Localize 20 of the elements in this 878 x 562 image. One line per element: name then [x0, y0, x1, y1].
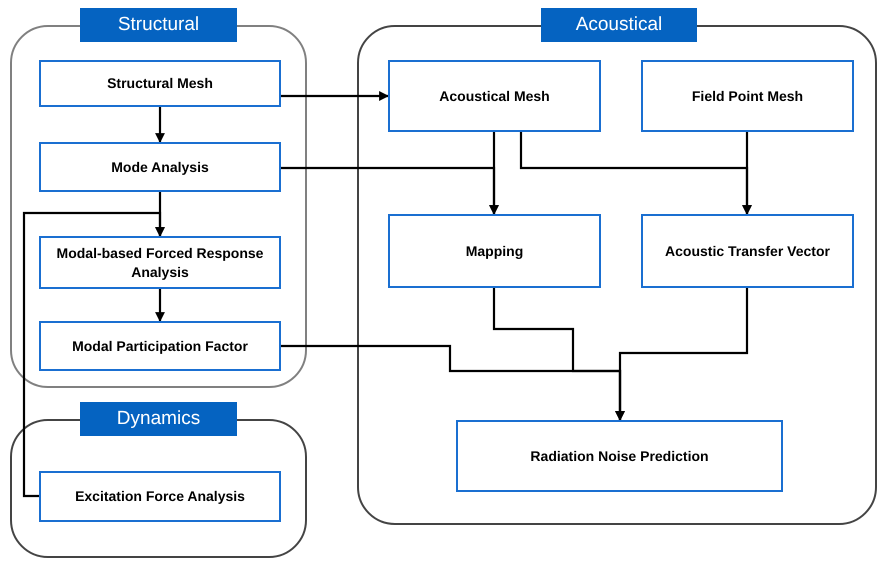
group-heading: Structural	[80, 8, 237, 42]
arrow	[155, 107, 165, 143]
process-box: Excitation Force Analysis	[39, 471, 281, 522]
process-box: Mode Analysis	[39, 142, 281, 192]
arrow	[489, 132, 499, 215]
group-heading: Acoustical	[541, 8, 697, 42]
process-box: Modal-based Forced Response Analysis	[39, 236, 281, 289]
process-box: Field Point Mesh	[641, 60, 854, 132]
arrow	[155, 289, 165, 322]
arrow	[22, 212, 165, 498]
process-box: Acoustic Transfer Vector	[641, 214, 854, 288]
process-box: Radiation Noise Prediction	[456, 420, 783, 492]
process-box: Modal Participation Factor	[39, 321, 281, 371]
process-box: Structural Mesh	[39, 60, 281, 107]
arrow	[281, 91, 389, 101]
arrow	[742, 132, 752, 215]
group-heading: Dynamics	[80, 402, 237, 436]
process-box: Mapping	[388, 214, 601, 288]
process-box: Acoustical Mesh	[388, 60, 601, 132]
arrow	[615, 288, 748, 421]
